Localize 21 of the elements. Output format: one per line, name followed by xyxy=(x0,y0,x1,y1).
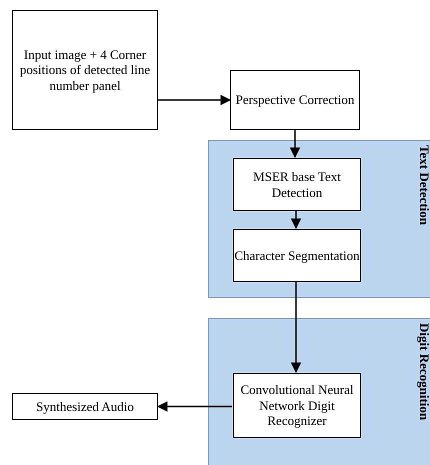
arrow xyxy=(290,210,302,230)
process-box xyxy=(12,10,158,130)
panel-label: Text Detection xyxy=(416,144,430,228)
box-label: MSER base Text Detection xyxy=(252,168,342,200)
box-label: Character Segmentation xyxy=(234,248,360,264)
process-box xyxy=(230,70,360,130)
box-label: Perspective Correction xyxy=(236,92,354,108)
process-box xyxy=(12,393,158,420)
arrow xyxy=(290,130,300,158)
box-label: Convolutional Neural Network Digit Recognizer xyxy=(239,382,354,429)
box-label: Input image + 4 Corner positions of detected line number panel xyxy=(18,46,152,94)
process-box xyxy=(233,373,361,438)
arrow xyxy=(290,281,302,374)
group-panel xyxy=(208,318,430,465)
arrow xyxy=(158,94,232,106)
box-label: Synthesized Audio xyxy=(36,398,134,414)
process-box xyxy=(233,158,361,211)
arrow xyxy=(156,401,232,412)
panel-label: Digit Recognition xyxy=(416,322,430,422)
process-box xyxy=(233,229,361,282)
group-panel xyxy=(208,140,430,298)
